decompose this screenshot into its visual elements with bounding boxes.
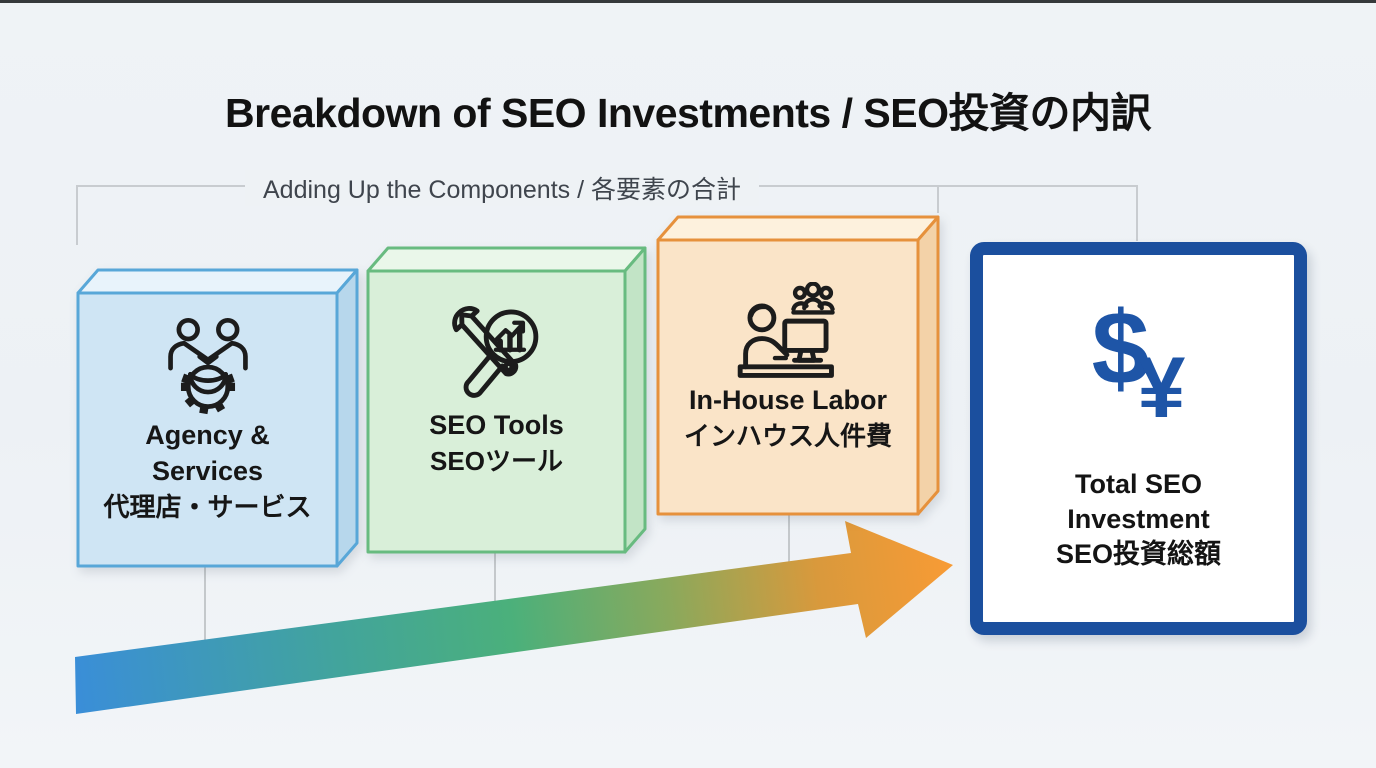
seo-tools-icon	[443, 299, 551, 407]
bracket-drop-left	[76, 185, 78, 245]
box-label-jp: SEOツール	[430, 446, 563, 476]
in-house-labor-icon	[733, 282, 843, 382]
box-label-jp: インハウス人件費	[683, 421, 892, 451]
connector-in-house	[788, 512, 790, 564]
total-investment-box: $ ¥ Total SEO Investment SEO投資総額	[970, 242, 1307, 635]
dollar-yen-icon: $ ¥	[1092, 297, 1186, 467]
connector-agency	[204, 564, 206, 644]
dollar-symbol: $	[1091, 291, 1150, 407]
yen-symbol: ¥	[1137, 340, 1186, 436]
box-label-jp: 代理店・サービス	[103, 492, 312, 522]
partnership-gear-icon	[156, 313, 260, 417]
box-label-en: Agency &	[145, 420, 270, 450]
box-label-en: Services	[151, 456, 264, 486]
total-label-en: Investment	[1067, 504, 1210, 534]
total-label-jp: SEO投資総額	[1055, 539, 1222, 569]
total-label-en: Total SEO	[1074, 469, 1202, 499]
box-3d-faces	[76, 268, 359, 568]
box-label-en: SEO Tools	[429, 410, 564, 440]
bracket-drop-middle	[937, 185, 939, 213]
bracket-drop-right	[1136, 185, 1138, 241]
top-border-line	[0, 0, 1376, 3]
bracket-label: Adding Up the Components / 各要素の合計	[245, 170, 759, 206]
connector-seo-tools	[494, 550, 496, 610]
box-label-en: In-House Labor	[688, 385, 887, 415]
page-title: Breakdown of SEO Investments / SEO投資の内訳	[225, 90, 1151, 137]
